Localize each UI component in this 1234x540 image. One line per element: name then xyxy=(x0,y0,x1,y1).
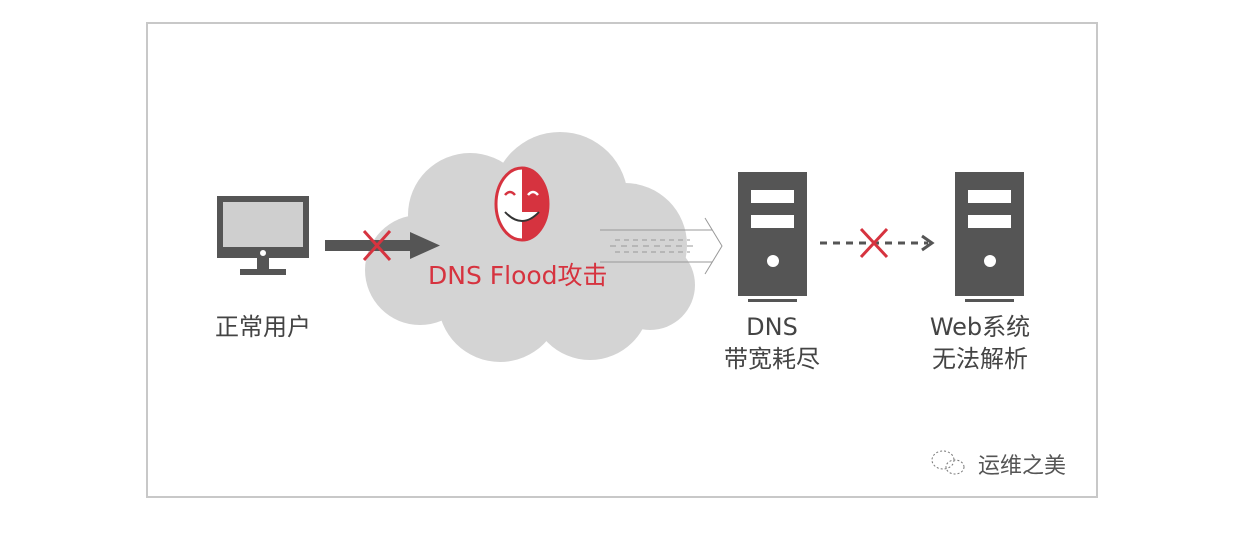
flood-arrow xyxy=(600,217,723,275)
web-label-line1: Web系统 xyxy=(929,313,1031,341)
dns-label-line2: 带宽耗尽 xyxy=(724,345,820,373)
blocked-x-icon-2 xyxy=(859,227,889,259)
user-label: 正常用户 xyxy=(215,313,311,341)
computer-monitor-icon xyxy=(217,196,309,275)
web-label-line2: 无法解析 xyxy=(932,345,1028,373)
web-server-icon xyxy=(955,172,1024,302)
watermark: 运维之美 xyxy=(978,454,1067,479)
wechat-icon xyxy=(931,450,965,475)
attack-label: DNS Flood攻击 xyxy=(428,261,608,290)
blocked-x-icon xyxy=(362,229,392,262)
dns-server-icon xyxy=(738,172,807,302)
blocked-arrow xyxy=(325,232,440,259)
dns-label-line1: DNS xyxy=(746,313,798,341)
attacker-mask-icon xyxy=(494,166,550,242)
